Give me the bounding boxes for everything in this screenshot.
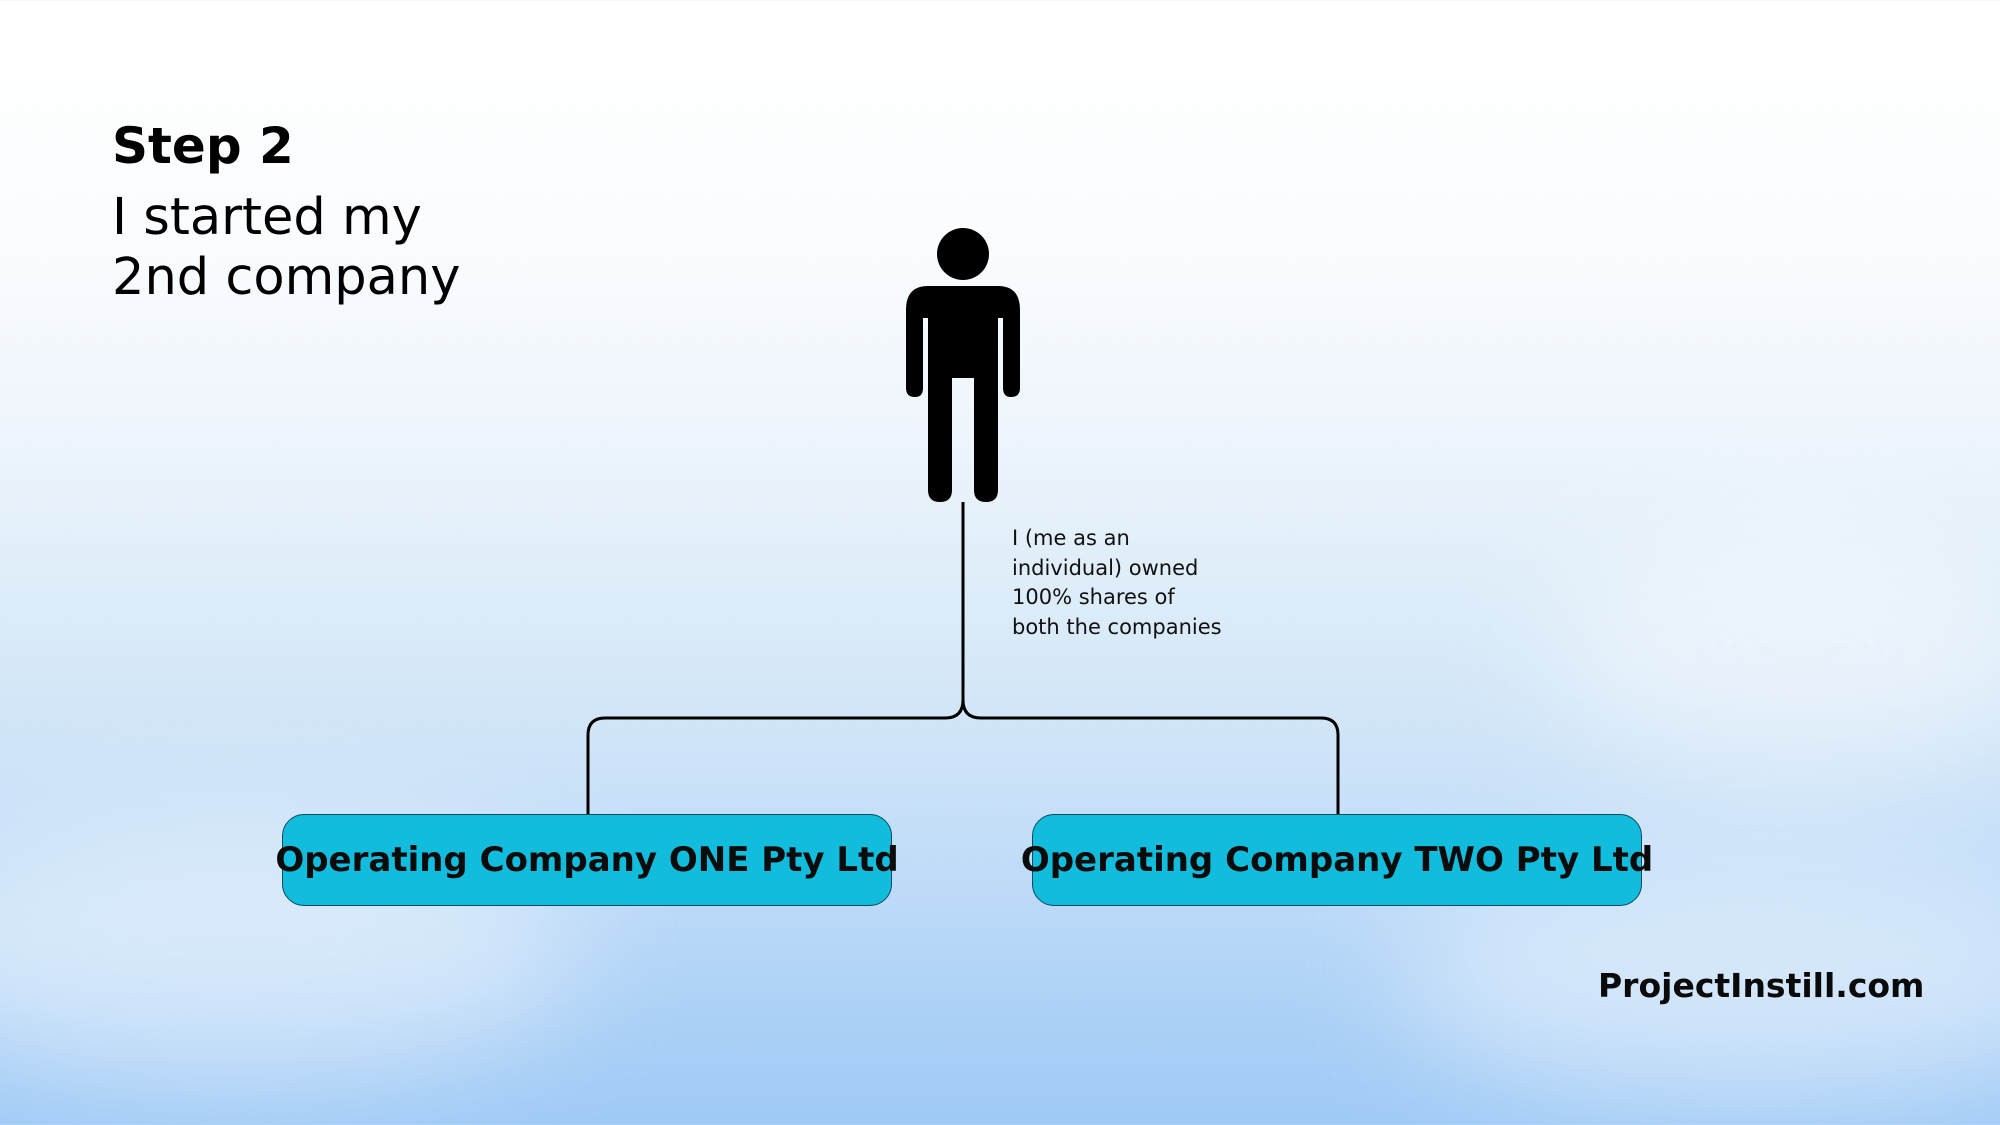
ownership-caption: I (me as an individual) owned 100% share… [1012,526,1222,639]
website-label: ProjectInstill.com [1598,966,1925,1005]
company-one-box: Operating Company ONE Pty Ltd [275,814,899,906]
person-body [906,286,1020,502]
company-two-label: Operating Company TWO Pty Ltd [1020,840,1654,880]
company-one-label: Operating Company ONE Pty Ltd [275,840,899,880]
company-two-box: Operating Company TWO Pty Ltd [1021,814,1653,906]
title-block: Step 2 I started my 2nd company [112,112,460,308]
step-heading: Step 2 [112,117,294,175]
step-subtitle: I started my 2nd company [112,188,461,307]
person-head [937,228,989,280]
person-icon [906,228,1020,502]
connector-right-branch [961,699,1340,814]
connector-left-branch [586,699,965,814]
connector-lines [586,502,1340,814]
